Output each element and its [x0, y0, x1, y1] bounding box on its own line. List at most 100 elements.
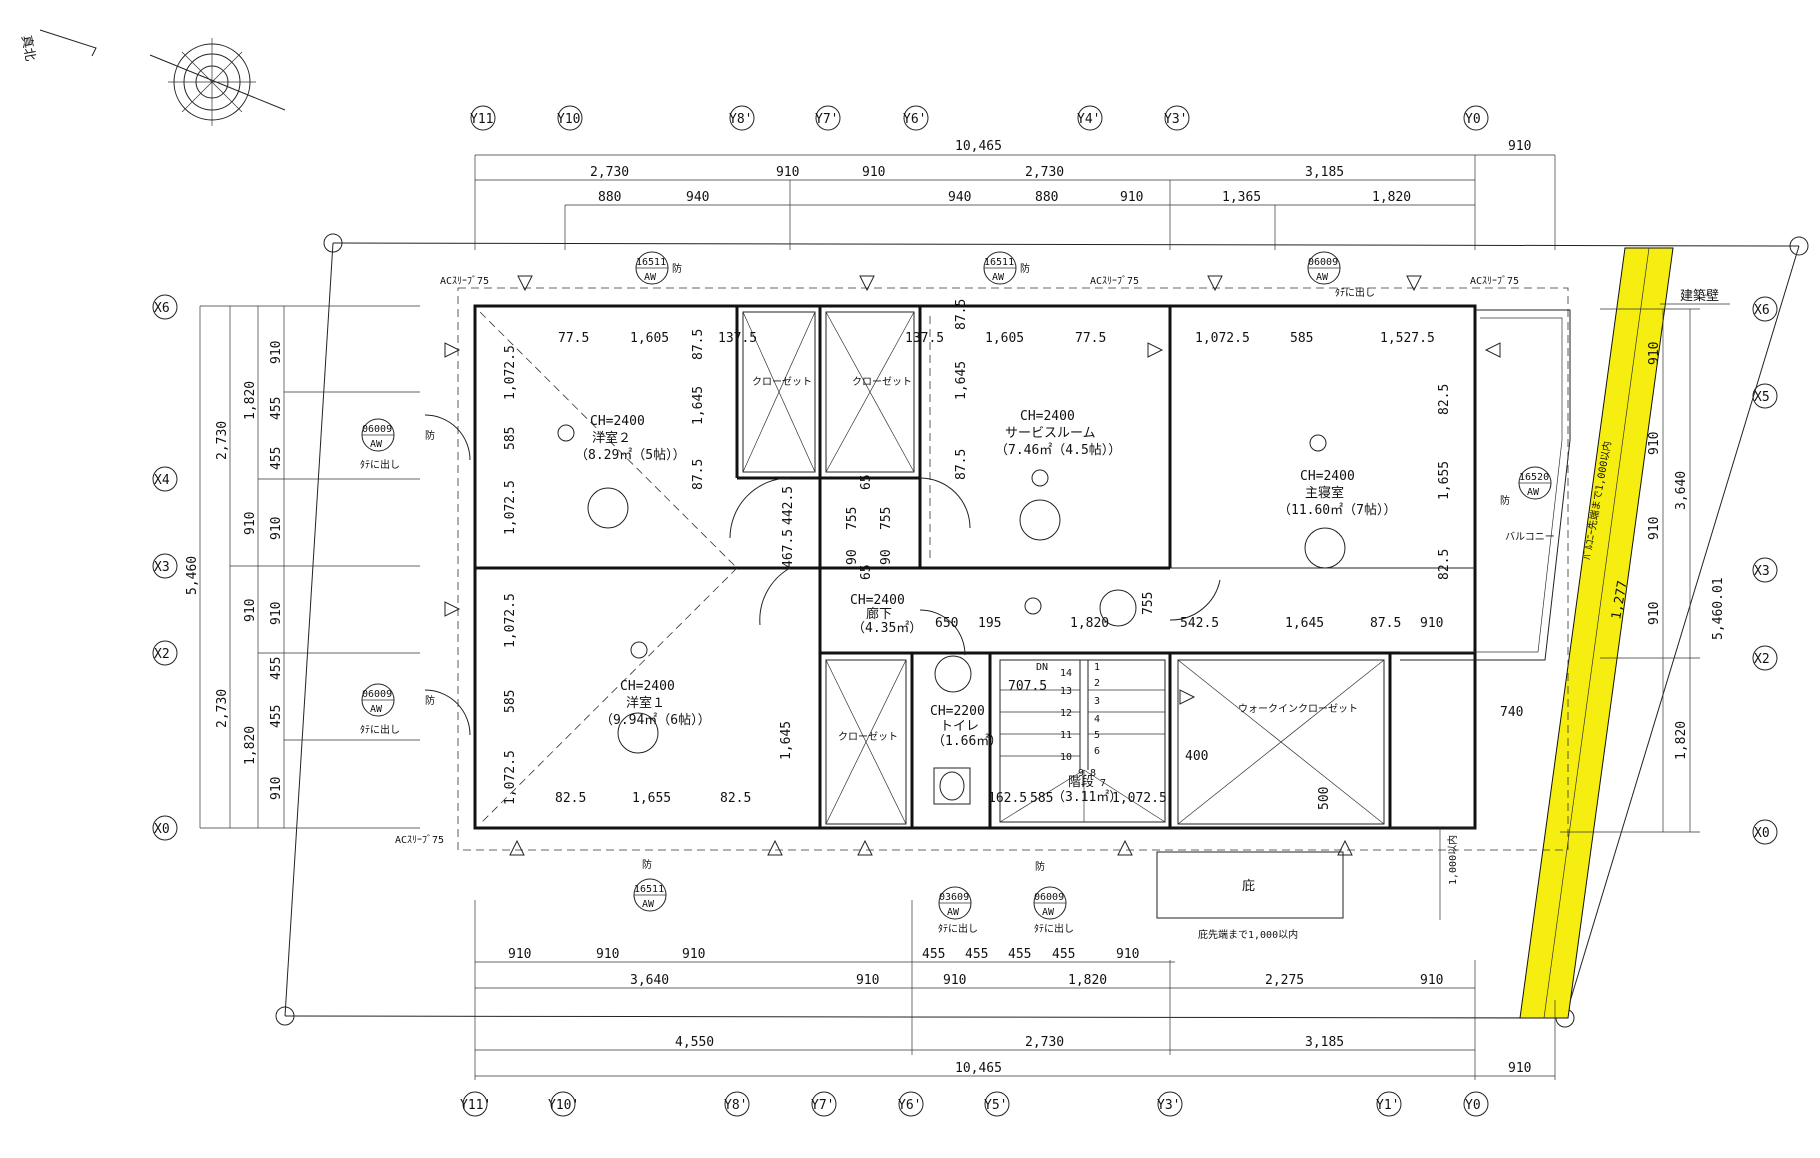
ac-sleeve-label: ACｽﾘｰﾌﾞ75: [440, 275, 489, 287]
left-dim-3-1: 910: [243, 512, 258, 535]
inner-dim: 90: [845, 549, 860, 565]
left-dim-overall: 5,460: [185, 556, 200, 595]
window-type: AW: [1316, 272, 1329, 283]
bottom-dim-1-5: 455: [1008, 947, 1031, 962]
window-code: 16511: [634, 884, 664, 895]
window-tag: 16511 AW 防: [983, 251, 1030, 285]
stair-step-9: 9: [1078, 768, 1084, 779]
top-dim-2-2: 910: [862, 165, 885, 180]
ac-sleeve-label: ACｽﾘｰﾌﾞ75: [1090, 275, 1139, 287]
inner-dim: 400: [1185, 749, 1208, 764]
room-stairs-name: 階段: [1068, 775, 1094, 790]
inner-dim: 137.5: [905, 331, 944, 346]
top-dim-3-3: 880: [1035, 190, 1058, 205]
top-dim-3-6: 1,820: [1372, 190, 1411, 205]
top-dim-2-0: 2,730: [590, 165, 629, 180]
window-type: AW: [370, 704, 383, 715]
diagonal-guides: [479, 311, 931, 825]
window-type: AW: [947, 907, 960, 918]
axis-top-2: Y8': [729, 112, 752, 127]
window-type: AW: [642, 899, 655, 910]
setback-band: [1519, 247, 1674, 1019]
window-code: 16520: [1519, 472, 1549, 483]
window-tag: 03609 AW ﾀﾃに出し: [938, 886, 978, 935]
window-code: 06009: [1308, 257, 1338, 268]
top-dim-overhang: 910: [1508, 139, 1531, 154]
inner-dim: 82.5: [1437, 384, 1452, 415]
inner-dim: 585: [1290, 331, 1313, 346]
bottom-dim-overall: 10,465: [955, 1061, 1002, 1076]
triangle-markers: [444, 275, 1501, 856]
window-type: AW: [1042, 907, 1055, 918]
bottom-dim-3-2: 3,185: [1305, 1035, 1344, 1050]
inner-dim: 87.5: [954, 299, 969, 330]
closet-hatching: [742, 311, 1385, 825]
stair-step-11: 11: [1060, 730, 1072, 741]
inner-dim: 137.5: [718, 331, 757, 346]
light-icon: [557, 424, 575, 442]
window-tag: 06009 AW ﾀﾃに出し: [1307, 251, 1375, 299]
bou-mark: 防: [425, 429, 435, 442]
roof-outline: [457, 287, 1569, 851]
room-wic-name: ウォークインクローゼット: [1238, 703, 1358, 715]
light-icon: [1309, 434, 1327, 452]
vent-icon: [934, 655, 972, 693]
left-dim-3-0: 1,820: [243, 381, 258, 420]
vent-icon: [1019, 499, 1061, 541]
bottom-dim-1-6: 455: [1052, 947, 1075, 962]
stair-step-5: 5: [1094, 730, 1100, 741]
bottom-dim-2-2: 910: [943, 973, 966, 988]
room-closet-1: クローゼット: [752, 376, 812, 388]
inner-dim: 1,645: [691, 386, 706, 425]
bou-mark: 防: [1500, 494, 1510, 507]
inner-dim: 1,277: [1609, 580, 1631, 621]
stair-step-6: 6: [1094, 746, 1100, 757]
eave-label: 庇: [1242, 879, 1255, 894]
axis-bottom-7: Y1': [1376, 1098, 1399, 1113]
window-code: 06009: [362, 424, 392, 435]
left-dim-4-0: 910: [269, 341, 284, 364]
axis-bottom-0: Y11': [460, 1098, 491, 1113]
room-y1-ch: CH=2400: [620, 679, 675, 694]
right-dim-overall: 5,460.01: [1711, 577, 1726, 640]
inner-dim: 162.5: [988, 791, 1027, 806]
axis-top-1: Y10: [557, 112, 580, 127]
axis-left-2: X3: [154, 560, 170, 575]
bottom-dim-1-7: 910: [1116, 947, 1139, 962]
axis-top-3: Y7': [815, 112, 838, 127]
window-note: ﾀﾃに出し: [938, 922, 978, 935]
top-dim-2-1: 910: [776, 165, 799, 180]
inner-dim: 65: [859, 564, 874, 580]
bou-mark: 防: [1035, 860, 1045, 873]
inner-dim: 1,072.5: [503, 750, 518, 805]
room-closet-2: クローゼット: [852, 376, 912, 388]
eave-side-note: 1,000以内: [1446, 835, 1459, 885]
window-tag: 06009 AW ﾀﾃに出し 防: [360, 418, 435, 471]
window-tag: 06009 AW ﾀﾃに出し 防: [360, 683, 435, 736]
window-note: ﾀﾃに出し: [1034, 922, 1074, 935]
axis-right-1: X5: [1754, 390, 1770, 405]
axis-top-5: Y4': [1077, 112, 1100, 127]
doors: [424, 414, 1221, 736]
top-dim-3-1: 940: [686, 190, 709, 205]
inner-dim: 87.5: [691, 329, 706, 360]
bottom-dim-2-5: 910: [1420, 973, 1443, 988]
inner-dim: 1,820: [1070, 616, 1109, 631]
right-dim-3-1: 910: [1647, 432, 1662, 455]
window-code: 16511: [984, 257, 1014, 268]
inner-dim: 585: [503, 690, 518, 713]
inner-dim: 82.5: [555, 791, 586, 806]
ac-sleeve-label: ACｽﾘｰﾌﾞ75: [395, 834, 444, 846]
axis-top-6: Y3': [1164, 112, 1187, 127]
window-type: AW: [1527, 487, 1540, 498]
right-dim-3-3: 910: [1647, 602, 1662, 625]
left-dim-4-2: 455: [269, 447, 284, 470]
window-type: AW: [644, 272, 657, 283]
room-closet-3: クローゼット: [838, 731, 898, 743]
stair-step-10: 10: [1060, 752, 1072, 763]
window-tag: 06009 AW ﾀﾃに出し 防: [1033, 860, 1074, 935]
bottom-dim-1-4: 455: [965, 947, 988, 962]
bottom-dim-2-3: 1,820: [1068, 973, 1107, 988]
axis-bottom-3: Y7': [811, 1098, 834, 1113]
stair-step-1: 1: [1094, 662, 1100, 673]
